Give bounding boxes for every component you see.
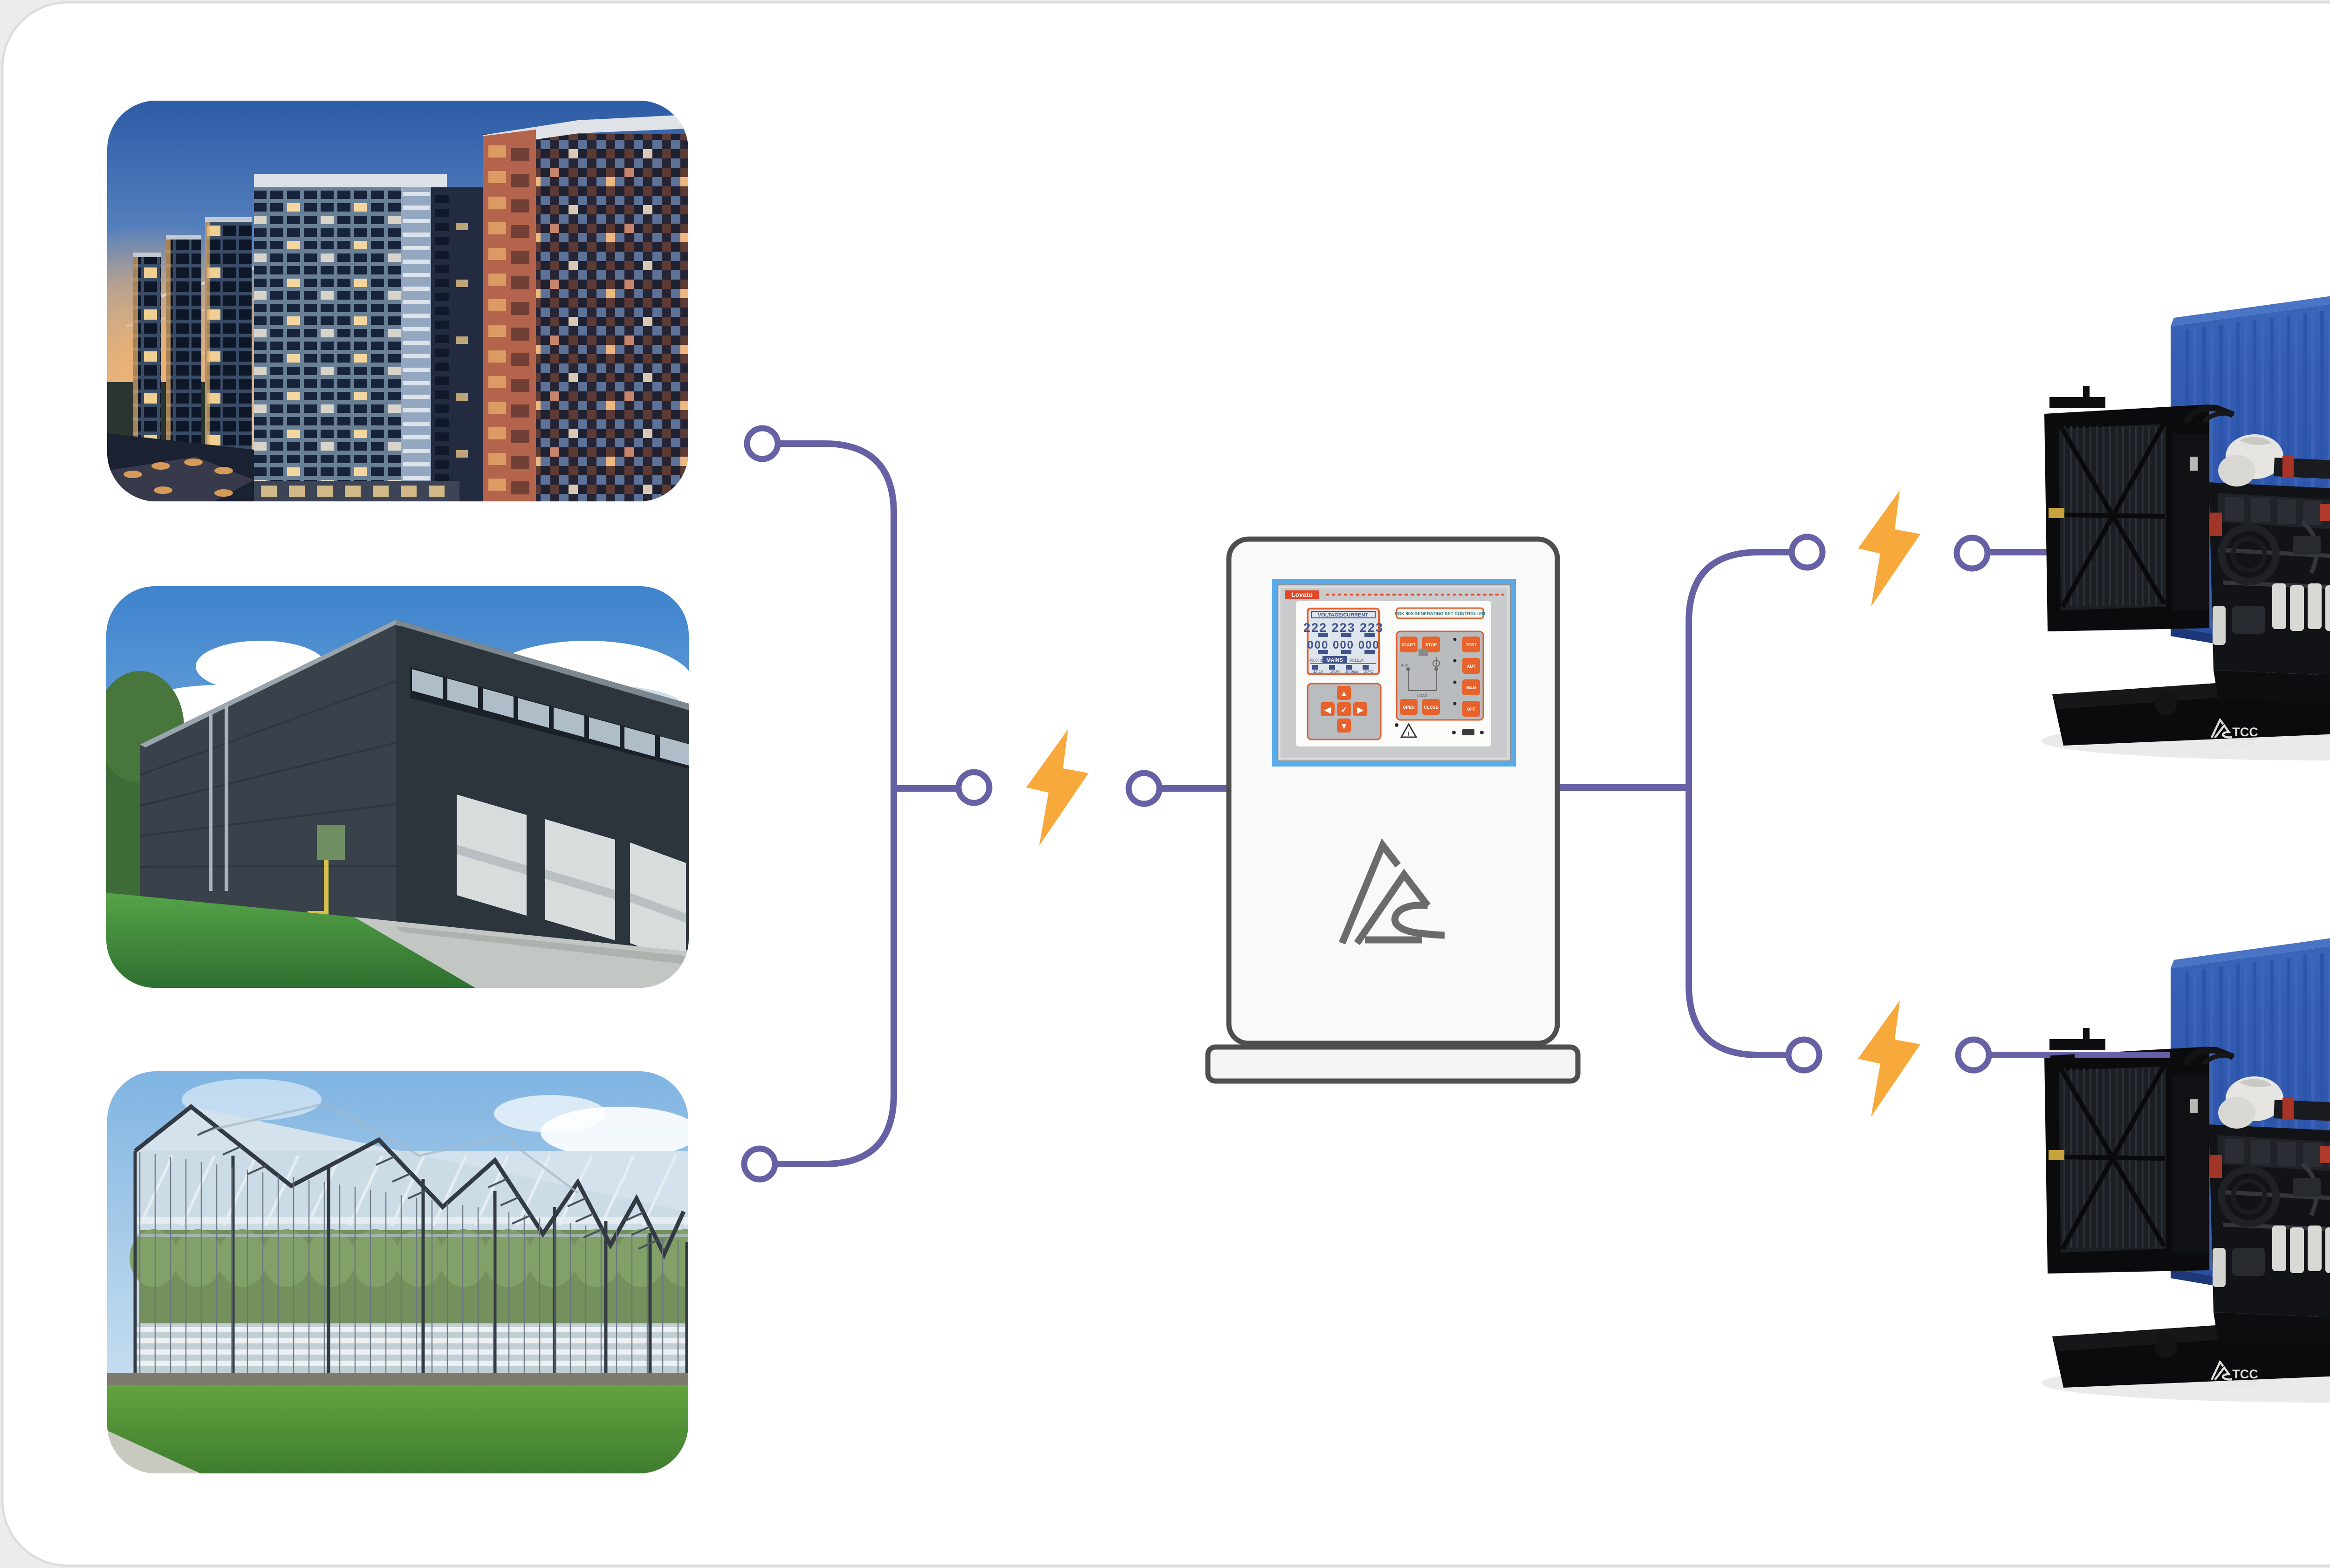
svg-text:Lovato: Lovato <box>1291 591 1313 598</box>
svg-text:222 223 223: 222 223 223 <box>1303 621 1384 635</box>
svg-text:ТСС: ТСС <box>2232 725 2258 739</box>
svg-text:▶: ▶ <box>1357 705 1364 714</box>
svg-text:20°C: 20°C <box>1364 669 1373 674</box>
svg-text:CLOSE: CLOSE <box>1424 705 1438 710</box>
svg-text:OPEN: OPEN <box>1403 705 1415 710</box>
svg-text:BUS: BUS <box>1401 664 1408 668</box>
svg-text:MAINS: MAINS <box>1326 657 1343 663</box>
svg-text:AUT: AUT <box>1467 664 1476 669</box>
svg-text:VOLTAGE/CURRENT: VOLTAGE/CURRENT <box>1318 612 1369 618</box>
svg-text:START: START <box>1402 643 1416 647</box>
svg-text:RGK 900 GENERATING SET CONTROL: RGK 900 GENERATING SET CONTROLLER <box>1395 611 1486 616</box>
svg-text:000 000 000: 000 000 000 <box>1307 639 1379 651</box>
svg-text:MAN: MAN <box>1467 685 1476 690</box>
svg-text:▼: ▼ <box>1340 722 1348 731</box>
svg-text:LOAD: LOAD <box>1417 694 1427 698</box>
svg-text:100%: 100% <box>1330 669 1340 674</box>
svg-text:00121h: 00121h <box>1350 658 1364 663</box>
svg-text:00.0Hz: 00.0Hz <box>1309 658 1323 663</box>
svg-text:◀: ◀ <box>1324 705 1331 714</box>
svg-text:✓: ✓ <box>1341 705 1347 714</box>
svg-text:OFF: OFF <box>1467 707 1475 712</box>
svg-text:STOP: STOP <box>1425 643 1437 647</box>
svg-text:10.0bar: 10.0bar <box>1345 669 1359 674</box>
svg-text:WWW.TSS.RU: WWW.TSS.RU <box>2223 741 2253 746</box>
svg-text:▲: ▲ <box>1340 689 1348 698</box>
svg-text:12.1V: 12.1V <box>1313 669 1324 674</box>
svg-text:TEST: TEST <box>1466 643 1477 647</box>
svg-text:!: ! <box>1408 730 1410 738</box>
